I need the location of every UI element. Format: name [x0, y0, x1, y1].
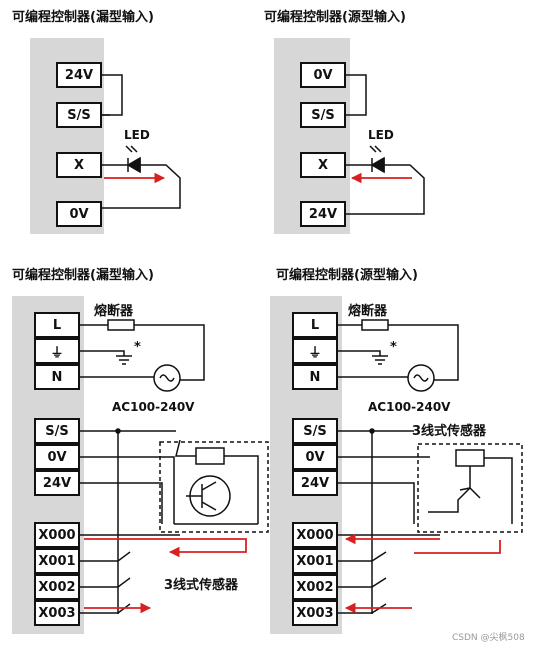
fuse-label: 熔断器 [348, 304, 388, 319]
diagram-3-title: 可编程控制器(漏型输入) [12, 268, 154, 283]
watermark: CSDN @尖枫508 [452, 633, 525, 643]
current-arrow [414, 540, 501, 554]
terminal-x003: X003 [34, 600, 80, 626]
wire [346, 74, 425, 215]
terminal-ground: ⏚ [292, 338, 338, 364]
terminal-ss: S/S [56, 102, 102, 128]
terminal-ss: S/S [34, 418, 80, 444]
led-label: LED [368, 128, 394, 142]
current-arrow [84, 538, 247, 558]
terminal-x002: X002 [292, 574, 338, 600]
terminal-24v: 24V [34, 470, 80, 496]
terminal-ss: S/S [292, 418, 338, 444]
terminal-l: L [292, 312, 338, 338]
diagram-4-title: 可编程控制器(源型输入) [276, 268, 418, 283]
terminal-24v: 24V [56, 62, 102, 88]
terminal-ground: ⏚ [34, 338, 80, 364]
power-wiring [80, 319, 205, 392]
terminal-x: X [56, 152, 102, 178]
sensor-wiring [338, 428, 523, 614]
diagram-2-title: 可编程控制器(源型输入) [264, 10, 406, 25]
terminal-x000: X000 [34, 522, 80, 548]
terminal-24v: 24V [300, 201, 346, 227]
terminal-x002: X002 [34, 574, 80, 600]
terminal-n: N [34, 364, 80, 390]
power-wiring [338, 319, 459, 392]
led-symbol [125, 145, 156, 174]
terminal-0v: 0V [34, 444, 80, 470]
sensor-label: 3线式传感器 [412, 424, 487, 439]
fuse-label: 熔断器 [94, 304, 134, 319]
terminal-x003: X003 [292, 600, 338, 626]
sensor-wiring [80, 428, 269, 614]
terminal-0v: 0V [56, 201, 102, 227]
ac-voltage-label: AC100-240V [112, 400, 195, 414]
asterisk-label: * [390, 340, 397, 355]
asterisk-label: * [134, 340, 141, 355]
terminal-n: N [292, 364, 338, 390]
led-symbol [369, 145, 400, 174]
wire [102, 74, 181, 209]
terminal-x001: X001 [292, 548, 338, 574]
terminal-ss: S/S [300, 102, 346, 128]
terminal-x: X [300, 152, 346, 178]
terminal-x001: X001 [34, 548, 80, 574]
diagram-1-title: 可编程控制器(漏型输入) [12, 10, 154, 25]
led-label: LED [124, 128, 150, 142]
sensor-label: 3线式传感器 [164, 578, 239, 593]
terminal-24v: 24V [292, 470, 338, 496]
ac-voltage-label: AC100-240V [368, 400, 451, 414]
terminal-l: L [34, 312, 80, 338]
terminal-0v: 0V [292, 444, 338, 470]
terminal-x000: X000 [292, 522, 338, 548]
terminal-0v: 0V [300, 62, 346, 88]
